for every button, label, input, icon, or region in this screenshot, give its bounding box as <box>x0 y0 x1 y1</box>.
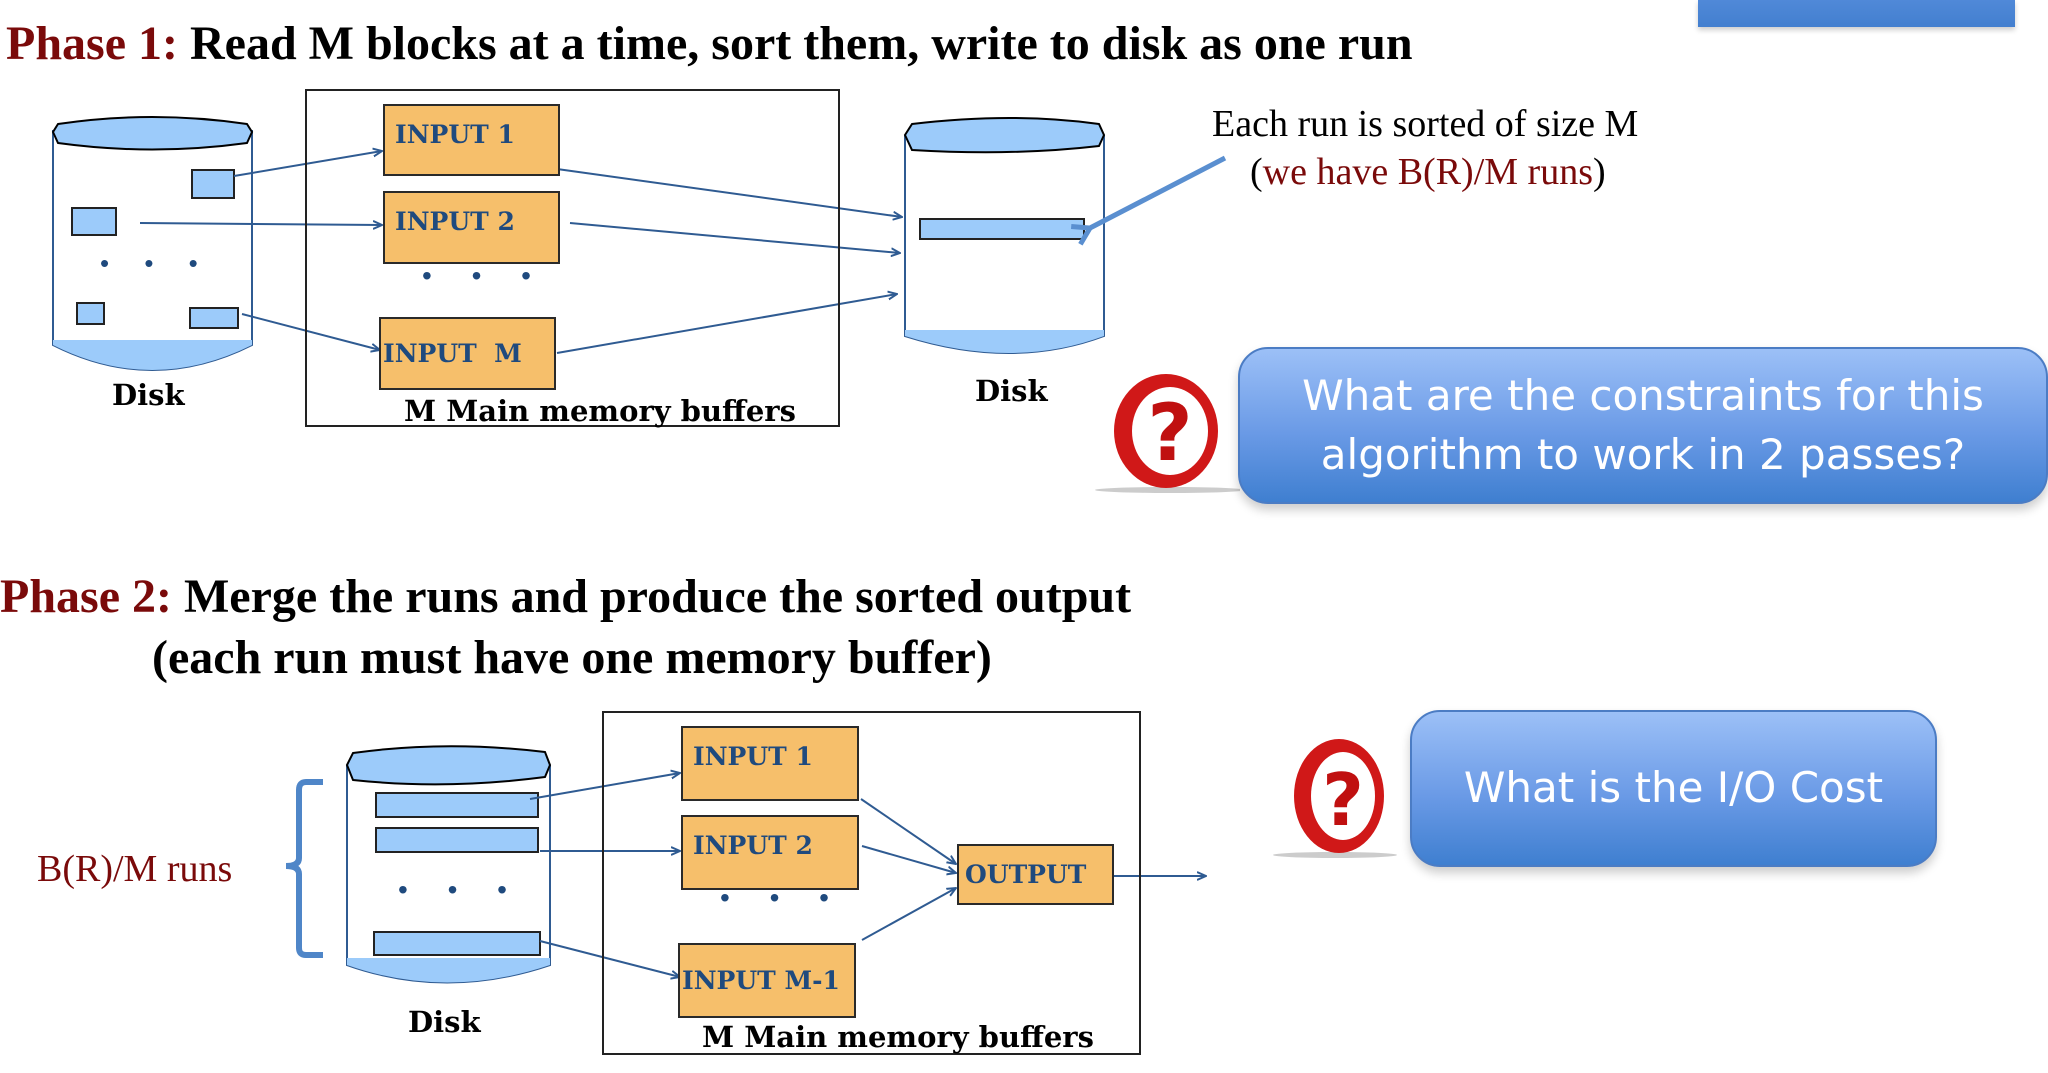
question-mark-icon: ? <box>1265 733 1405 863</box>
phase2-disk <box>345 745 552 984</box>
phase1-disk-dots: • • • <box>100 248 212 278</box>
run-block <box>375 827 539 853</box>
phase2-memory-label: M Main memory buffers <box>702 1020 1094 1054</box>
phase2-memory-box <box>602 711 1141 1055</box>
phase1-memory-label: M Main memory buffers <box>404 394 796 428</box>
phase2-output-buffer: OUTPUT <box>957 844 1114 905</box>
phase1-question-bubble: What are the constraints for this algori… <box>1238 347 2048 504</box>
phase2-disk-dots: • • • <box>398 874 523 905</box>
disk-block <box>189 307 239 329</box>
run-block <box>373 931 541 956</box>
runs-count-note: we have B(R)/M runs <box>1262 151 1593 193</box>
callout-arrow <box>1090 155 1227 228</box>
run-block <box>375 792 539 818</box>
phase2-buffer-input-2: INPUT 2 <box>681 815 859 890</box>
svg-text:?: ? <box>1322 758 1364 842</box>
phase1-note-line2: (we have B(R)/M runs) <box>1250 151 1606 193</box>
phase1-buffer-input-m: INPUT M <box>379 317 556 390</box>
phase2-subtitle: (each run must have one memory buffer) <box>152 631 992 684</box>
runs-brace <box>285 779 323 958</box>
phase2-description: Merge the runs and produce the sorted ou… <box>183 570 1132 623</box>
phase2-question-bubble: What is the I/O Cost <box>1410 710 1937 867</box>
disk-block <box>76 302 105 325</box>
svg-text:?: ? <box>1147 389 1192 479</box>
phase2-title: Phase 2: Merge the runs and produce the … <box>0 569 1131 624</box>
phase1-memory-box <box>305 89 840 427</box>
phase1-source-disk-label: Disk <box>112 378 185 412</box>
phase1-target-disk-label: Disk <box>975 374 1048 408</box>
phase1-description: Read M blocks at a time, sort them, writ… <box>189 17 1413 70</box>
phase2-buffer-input-m-1: INPUT M-1 <box>678 943 856 1018</box>
phase1-source-disk <box>51 116 254 371</box>
disk-block <box>191 169 235 199</box>
phase1-target-disk <box>903 117 1106 354</box>
question-mark-icon: ? <box>1080 368 1245 498</box>
disk-block <box>71 207 117 236</box>
phase1-buffer-dots: • • • <box>422 260 547 291</box>
phase1-buffer-input-2: INPUT 2 <box>383 191 560 264</box>
phase2-label: Phase 2: <box>0 570 172 623</box>
phase2-buffer-input-1: INPUT 1 <box>681 726 859 801</box>
phase2-buffer-dots: • • • <box>720 882 845 913</box>
runs-label: B(R)/M runs <box>37 848 233 890</box>
top-banner-fragment <box>1698 0 2015 27</box>
phase1-title: Phase 1: Read M blocks at a time, sort t… <box>6 16 1413 71</box>
phase1-label: Phase 1: <box>6 17 178 70</box>
phase1-note-line1: Each run is sorted of size M <box>1212 103 1639 145</box>
phase2-disk-label: Disk <box>408 1005 481 1039</box>
phase1-buffer-input-1: INPUT 1 <box>383 104 560 176</box>
sorted-run-block <box>919 218 1085 240</box>
